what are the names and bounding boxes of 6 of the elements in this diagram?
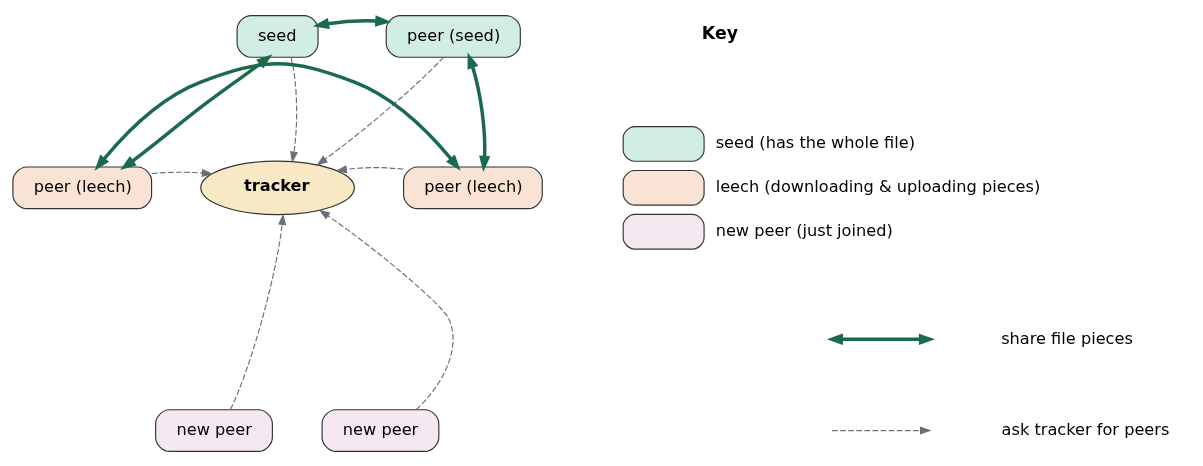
legend-label: ask tracker for peers bbox=[1001, 419, 1170, 439]
legend-label: leech (downloading & uploading pieces) bbox=[715, 176, 1041, 196]
legend-label: seed (has the whole file) bbox=[715, 132, 915, 152]
legend-label: share file pieces bbox=[1001, 328, 1133, 348]
label: Key bbox=[701, 22, 738, 43]
legend-label: new peer (just joined) bbox=[715, 220, 893, 240]
